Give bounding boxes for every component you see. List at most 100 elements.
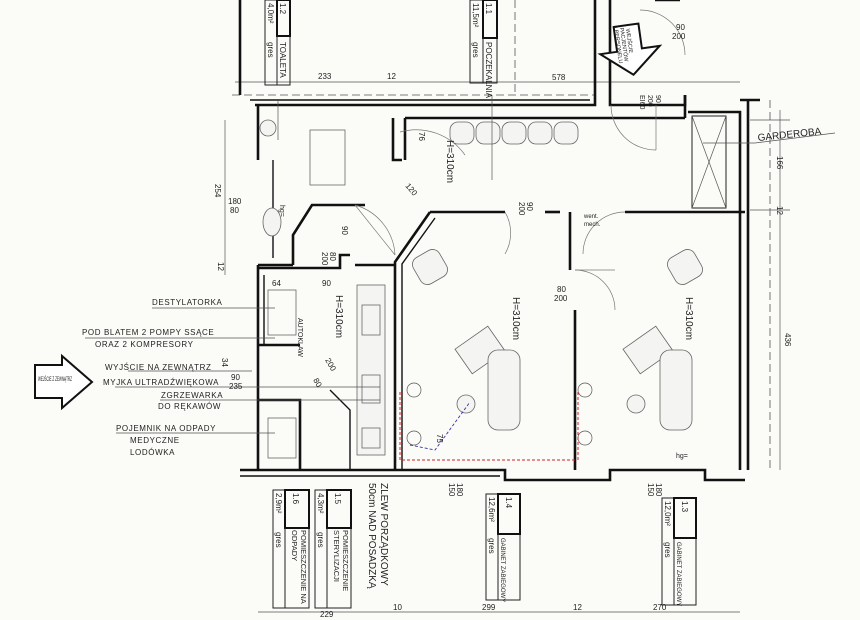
room-floor: gres (487, 538, 496, 554)
dimension: 235 (229, 382, 243, 391)
dimension: 120 (403, 182, 419, 198)
room-label-1-2: 1.2 4,0m² gres TOALETA (264, 0, 291, 86)
room-number: 1.2 (278, 3, 287, 15)
height-label: H=310cm (444, 140, 455, 183)
room-name-wrapper: POMIESZCZENIE STERYLIZACJI (332, 530, 350, 591)
dimension: 200 (323, 357, 338, 374)
dimension: 200 (672, 32, 686, 41)
sterilisation-counter (267, 284, 386, 459)
room-area: 4,0m² (266, 3, 275, 24)
dimension: 180 (455, 483, 464, 497)
callout-lodowka: LODÓWKA (130, 448, 175, 457)
room-area: 12,0m² (663, 501, 672, 526)
room-name-wrapper: POMIESZCZENIE NA ODPADY (290, 530, 308, 604)
room-name: POCZEKALNIA (484, 42, 493, 99)
callout-pojemnik: POJEMNIK NA ODPADY (116, 424, 216, 433)
callout-medyczne: MEDYCZNE (130, 436, 180, 445)
room-label-1-1: 1.1 11,5m² gres POCZEKALNIA (469, 0, 498, 99)
toilet-fixtures (259, 119, 346, 237)
height-label: H=310cm (683, 297, 694, 340)
dimension: 299 (482, 603, 496, 612)
dimension: 75 (435, 434, 444, 443)
callout-wyjscie: WYJŚCIE NA ZEWNĄTRZ (105, 363, 212, 372)
dimension: 254 (213, 184, 222, 198)
room-name: TOALETA (278, 42, 287, 78)
dimension: 233 (318, 72, 332, 81)
dimension: 12 (216, 262, 225, 271)
dimension: 166 (775, 156, 784, 170)
height-label: H=310cm (510, 297, 521, 340)
dimension: 64 (272, 279, 281, 288)
dimension: 90 (525, 202, 534, 211)
dimension-lines (224, 0, 790, 613)
entrance-patients-label: WEJŚCIE (624, 28, 635, 54)
callout-zlew: ZLEW PORZĄDKOWY (378, 483, 389, 586)
callout-hg: hg= (278, 205, 285, 217)
waiting-chairs (449, 121, 579, 145)
dimension: 90 (676, 23, 685, 32)
entrance-outside-label: WEJŚCIE Z ZEWNĄTRZ (38, 374, 72, 383)
dimension: 80 (328, 252, 337, 261)
room-area: 4,3m² (316, 493, 325, 514)
dimension: 270 (653, 603, 667, 612)
callout-zgrzewarka: DO RĘKAWÓW (158, 402, 221, 411)
dimension: 76 (417, 132, 426, 141)
dimension: 10 (393, 603, 402, 612)
dimension: 200 (320, 252, 329, 266)
callout-garderoba: GARDEROBA (757, 126, 822, 144)
room-number: 1.3 (680, 501, 689, 513)
dimension: 90 (231, 373, 240, 382)
room-number: 1.5 (333, 493, 342, 505)
entrance-patients-arrow: WEJŚCIE PACJENTÓW I PERSONELU (597, 22, 663, 77)
entrance-outside-arrow: WEJŚCIE Z ZEWNĄTRZ (34, 353, 94, 411)
dimension: 200 (517, 202, 526, 216)
callout-pompy: POD BLATEM 2 POMPY SSĄCE (82, 328, 214, 337)
dimension: 12 (387, 72, 396, 81)
dimension: 578 (552, 73, 566, 82)
room-area: 2,9m² (274, 493, 283, 514)
callout-kompresory: ORAZ 2 KOMPRESORY (95, 340, 194, 349)
height-label: H=310cm (333, 295, 344, 338)
room-label-1-4: 1.4 12,6m² gres GABINET ZABIEGOWY (485, 493, 521, 602)
callout-hg: hg= (676, 453, 688, 460)
garderoba-wardrobe (691, 115, 836, 209)
room-heights: H=310cm H=310cm H=310cm H=310cm (333, 140, 694, 340)
room-name: GABINET ZABIEGOWY (675, 542, 681, 606)
room-number: 1.1 (484, 3, 493, 15)
dimension: 229 (320, 610, 334, 619)
room-floor: gres (471, 42, 480, 58)
room-label-1-5: 1.5 4,3m² gres POMIESZCZENIE STERYLIZACJ… (314, 489, 352, 609)
room-floor: gres (266, 42, 275, 58)
dimension: 90 (654, 95, 661, 103)
dimension: EI60 (638, 95, 645, 110)
room-area: 12,6m² (487, 497, 496, 522)
callout-went: went. (583, 214, 599, 220)
room-floor: gres (663, 542, 672, 558)
dental-unit-left (399, 249, 575, 461)
dimension: 90 (340, 226, 349, 235)
room-name: POMIESZCZENIE NA ODPADY (290, 530, 308, 604)
room-floor: gres (316, 532, 325, 548)
dimension: 80 (557, 285, 566, 294)
room-area: 11,5m² (471, 3, 480, 28)
dimension: 200 (554, 294, 568, 303)
callout-leaders (85, 95, 493, 434)
room-label-1-6: 1.6 2,9m² gres POMIESZCZENIE NA ODPADY (272, 489, 310, 609)
dimension: 200 (646, 95, 653, 107)
callout-destylatorka: DESTYLATORKA (152, 298, 223, 307)
dimension: 12 (775, 206, 784, 215)
dimension: 80 (230, 206, 239, 215)
dental-unit-right (577, 249, 703, 460)
entrance-patients-label: I PERSONELU (612, 26, 623, 63)
dimension: 150 (646, 483, 655, 497)
callouts: DESTYLATORKA POD BLATEM 2 POMPY SSĄCE OR… (82, 126, 822, 589)
callout-autoklaw: AUTOKLAW (296, 318, 303, 357)
room-label-1-3: 1.3 12,0m² gres GABINET ZABIEGOWY (661, 497, 697, 606)
callout-mech: mech. (584, 222, 601, 228)
dimension: 180 (228, 197, 242, 206)
dimension: 34 (220, 358, 229, 367)
callout-myjka: MYJKA ULTRADŹWIĘKOWA (103, 378, 219, 387)
doors (354, 9, 686, 311)
dimension: 150 (447, 483, 456, 497)
